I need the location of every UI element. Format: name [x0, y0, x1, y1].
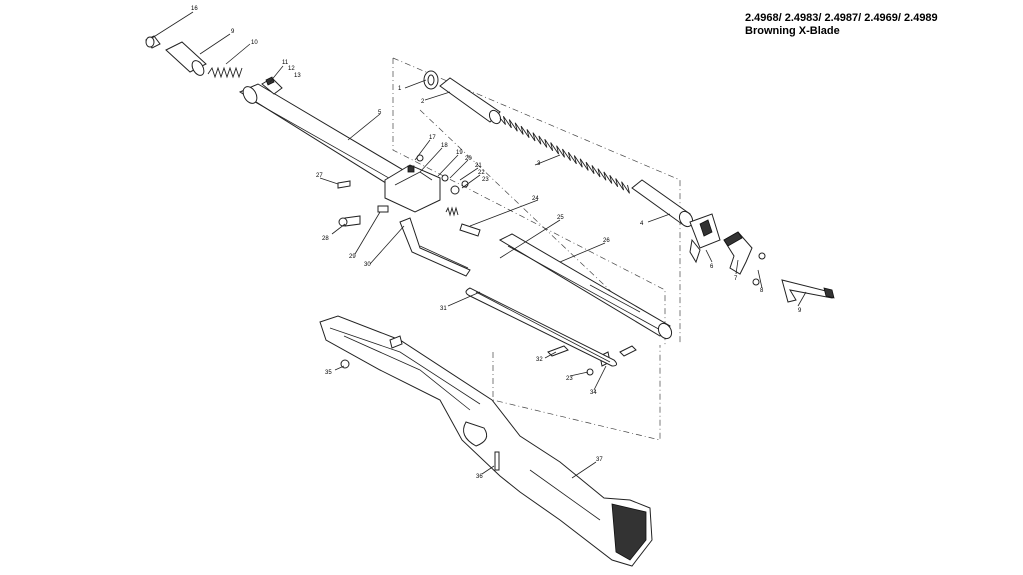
callout-28: 28	[322, 236, 329, 242]
callout-27: 27	[316, 173, 323, 179]
callout-24: 24	[532, 196, 539, 202]
callout-1: 1	[398, 86, 402, 92]
callout-34: 34	[590, 390, 597, 396]
callout-25: 25	[557, 215, 564, 221]
callout-32: 32	[536, 357, 543, 363]
callout-18: 18	[441, 143, 448, 149]
callout-17: 17	[429, 135, 436, 141]
part-stock	[319, 315, 653, 567]
callout-labels: 16 9 10 11 12 13 1 2 5 3 17 18 19 20 21 …	[191, 6, 802, 480]
callout-14: 12	[288, 66, 295, 72]
callout-16: 16	[191, 6, 198, 12]
callout-8: 8	[760, 288, 764, 294]
callout-21: 21	[475, 163, 482, 169]
callout-5: 5	[378, 110, 382, 116]
callout-6: 6	[710, 264, 714, 270]
callout-37: 37	[596, 457, 603, 463]
callout-19: 19	[456, 150, 463, 156]
callout-15: 13	[294, 73, 301, 79]
callout-20: 20	[465, 156, 472, 162]
part-muzzle-cap	[145, 35, 161, 49]
callout-3: 3	[537, 161, 541, 167]
callout-2: 2	[421, 99, 425, 105]
callout-9: 9	[798, 308, 802, 314]
callout-26: 26	[603, 238, 610, 244]
callout-11: 9	[231, 29, 235, 35]
assembly-guide-lines	[392, 57, 681, 441]
callout-29: 29	[349, 254, 356, 260]
part-trigger-group	[689, 213, 835, 303]
part-small-spring	[207, 66, 243, 79]
callout-7: 7	[734, 276, 738, 282]
callout-31: 31	[440, 306, 447, 312]
callout-23-top: 23	[482, 177, 489, 183]
part-breech-block	[337, 154, 481, 237]
callout-35: 35	[325, 370, 332, 376]
callout-12: 10	[251, 40, 258, 46]
callout-23-bottom: 23	[566, 376, 573, 382]
part-cocking-link	[399, 217, 471, 277]
model-numbers: 2.4968/ 2.4983/ 2.4987/ 2.4969/ 2.4989	[745, 12, 938, 24]
callout-4: 4	[640, 221, 644, 227]
callout-36: 36	[476, 474, 483, 480]
part-muzzle-brake	[165, 41, 207, 76]
part-piston-assembly	[423, 70, 694, 228]
part-cocking-lever	[465, 287, 618, 367]
callout-22: 22	[478, 170, 485, 176]
leader-lines	[151, 11, 807, 479]
callout-30: 30	[364, 262, 371, 268]
callout-13: 11	[282, 60, 289, 66]
model-name: Browning X-Blade	[745, 25, 840, 37]
